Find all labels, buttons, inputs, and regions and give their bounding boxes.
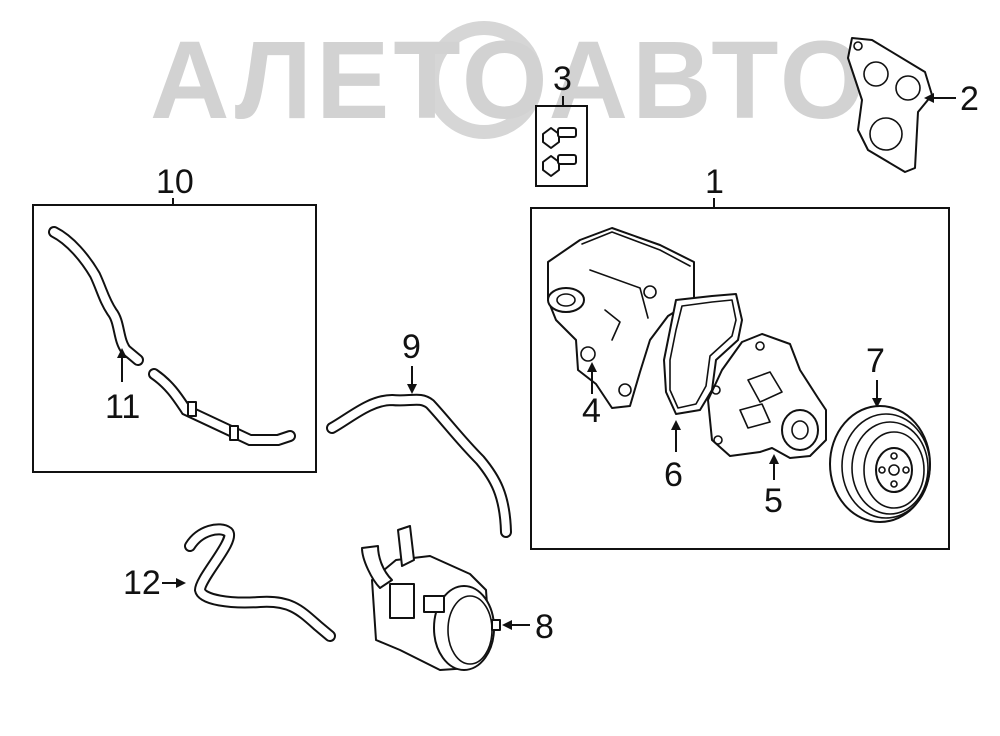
- arrow-11: [117, 348, 127, 358]
- part-10-hose-lower: [148, 368, 296, 446]
- callout-1: 1: [705, 163, 724, 201]
- part-12-hose: [184, 523, 336, 642]
- bolts-box: [535, 105, 588, 187]
- callout-10: 10: [156, 163, 194, 201]
- part-5-pump-body: [707, 333, 827, 459]
- callout-12: 12: [123, 564, 161, 602]
- arrow-9: [407, 384, 417, 394]
- callout-4: 4: [582, 392, 601, 430]
- part-3-bolts: [542, 127, 577, 177]
- part-7-pulley: [829, 405, 931, 523]
- part-9-hose: [326, 393, 512, 538]
- part-4-pump-housing: [547, 227, 695, 409]
- part-8-electric-pump: [361, 525, 501, 671]
- arrow-4: [587, 362, 597, 372]
- watermark-logo: АЛЕТОАВТО: [150, 19, 869, 142]
- callout-6: 6: [664, 456, 683, 494]
- callout-8: 8: [535, 608, 554, 646]
- arrow-5: [769, 454, 779, 464]
- arrow-8: [502, 620, 512, 630]
- arrow-7: [872, 398, 882, 408]
- arrow-2: [924, 93, 934, 103]
- arrow-12: [176, 578, 186, 588]
- callout-5: 5: [764, 482, 783, 520]
- watermark-gear-icon: [425, 21, 543, 139]
- hose-kit-box: [32, 204, 317, 473]
- callout-2: 2: [960, 80, 979, 118]
- callout-9: 9: [402, 328, 421, 366]
- arrow-6: [671, 420, 681, 430]
- watermark-text: АЛЕТОАВТО: [150, 19, 869, 142]
- callout-11: 11: [105, 388, 140, 426]
- callout-7: 7: [866, 342, 885, 380]
- callout-3: 3: [553, 60, 572, 98]
- part-11-hose-upper: [48, 226, 144, 366]
- water-pump-box: [530, 207, 950, 550]
- part-2-gasket: [847, 37, 933, 173]
